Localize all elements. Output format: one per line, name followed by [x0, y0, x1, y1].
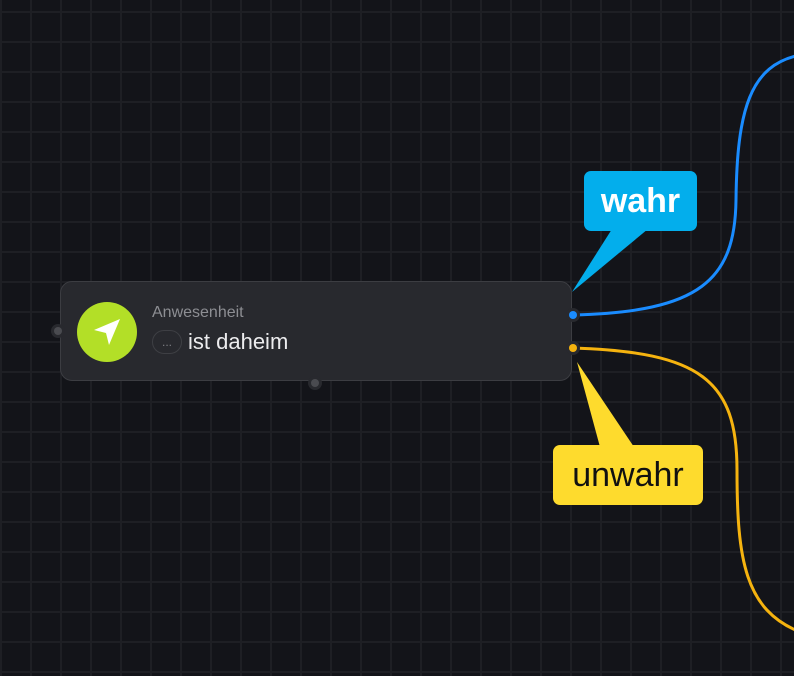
node-category: Anwesenheit [152, 304, 244, 321]
input-port[interactable] [51, 324, 65, 338]
true-bubble-tail [572, 229, 648, 292]
true-connection[interactable] [572, 55, 794, 317]
bottom-port[interactable] [308, 376, 322, 390]
false-bubble-tail [577, 362, 634, 447]
false-output-port[interactable] [566, 341, 580, 355]
true-label-bubble: wahr [584, 171, 697, 231]
false-label-bubble: unwahr [553, 445, 703, 505]
location-arrow-icon [77, 302, 137, 362]
more-button[interactable]: ... [152, 330, 182, 354]
false-connection[interactable] [572, 346, 794, 632]
condition-node[interactable]: Anwesenheit ... ist daheim [51, 281, 580, 390]
node-title: ist daheim [188, 329, 289, 354]
true-output-port[interactable] [566, 308, 580, 322]
